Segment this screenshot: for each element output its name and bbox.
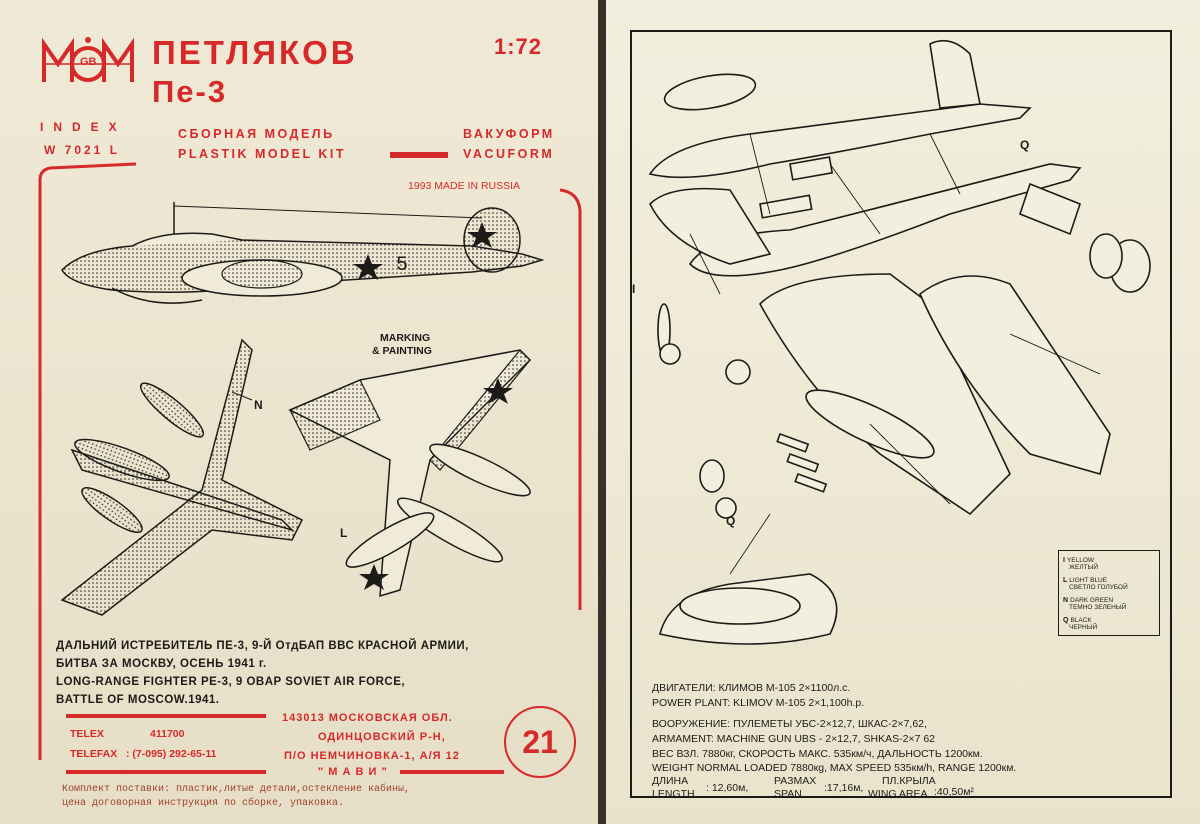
spec-weight-en: WEIGHT NORMAL LOADED 7880кg, MAX SPEED 5… [652,762,1017,774]
legend-light-blue-en: LIGHT BLUE [1069,577,1108,584]
dim-length-en: LENGTH [652,788,695,800]
vacuform-en: VACUFORM [463,147,555,161]
legend-dark-green-en: DARK GREEN [1070,597,1114,604]
legend-yellow-en: YELLOW [1066,557,1095,564]
red-dash [390,152,448,158]
mgb-logo [42,37,134,82]
address-line-1: 143013 МОСКОВСКАЯ ОБЛ. [282,712,453,724]
exploded-assembly-drawing [648,39,1151,645]
aircraft-side-view [61,202,545,304]
made-in-label: 1993 MADE IN RUSSIA [408,180,521,192]
telex-label: TELEX [70,728,104,740]
spec-armament-en: ARMAMENT: MACHINE GUN UBS - 2×12,7, SHKA… [652,733,936,745]
left-sheet: GB ПЕТЛЯКОВ Пе-3 1:72 INDEX W 7021 L СБО… [0,0,598,824]
scale: 1:72 [494,34,543,59]
tail-number: 5 [396,254,409,277]
address-line-3: П/О НЕМЧИНОВКА-1, А/Я 12 [284,750,460,762]
index-label: INDEX [40,120,127,134]
description-line-4: BATTLE OF MOSCOW.1941. [56,694,220,706]
title-ru: ПЕТЛЯКОВ [152,34,358,71]
label-l: L [340,526,348,540]
legend-yellow-ru: ЖЕЛТЫЙ [1069,564,1098,571]
red-bar-right [400,770,504,774]
legend-light-blue-letter: L [1063,577,1068,584]
marking-line2: PAINTING [382,345,432,357]
dim-span-value: :17,16м, [824,782,864,794]
dim-span-en: SPAN [774,788,802,800]
legend-black-letter: Q [1063,617,1069,624]
instruction-frame [630,30,1172,798]
dim-area-value: :40,50м² [934,786,974,798]
legend-yellow-letter: I [1063,557,1065,564]
subtitle-ru: СБОРНАЯ МОДЕЛЬ [178,127,335,141]
aircraft-bottom-view [288,349,532,598]
telefax-label: TELEFAX [70,748,118,760]
legend-dark-green-ru: ТЕМНО ЗЕЛЕНЫЙ [1069,604,1127,611]
address-line-2: ОДИНЦОВСКИЙ Р-Н, [318,731,446,743]
logo-text: GB [80,56,97,68]
red-bar-bottom [66,770,266,774]
index-code: W 7021 L [44,143,121,157]
marking-amp: & [372,345,380,357]
page-number-badge: 21 [504,706,576,778]
kit-contents-line-2: цена договорная инструкция по сборке, уп… [62,798,345,809]
label-q-tail: Q [1020,138,1030,152]
spec-engine-ru: ДВИГАТЕЛИ: КЛИМОВ М-105 2×1100л.с. [652,682,851,694]
legend-light-blue-ru: СВЕТЛО ГОЛУБОЙ [1069,584,1128,591]
spec-engine-en: POWER PLANT: KLIMOV M-105 2×1,100h.p. [652,697,865,709]
telex-value: 411700 [150,728,185,740]
title-model: Пе-3 [152,74,228,109]
label-q-gear: Q [726,514,736,528]
subtitle-en: PLASTIK MODEL KIT [178,147,346,161]
label-i: I [632,282,636,296]
kit-contents-line-1: Комплект поставки: пластик,литые детали,… [62,784,411,795]
dim-area-ru: ПЛ.КРЫЛА [882,775,936,787]
dim-length-value: : 12,60м, [706,782,749,794]
aircraft-top-view [60,338,304,616]
spec-armament-ru: ВООРУЖЕНИЕ: ПУЛЕМЕТЫ УБС-2×12,7, ШКАС-2×… [652,718,927,730]
company-name: " М А В И " [318,766,388,778]
description-line-2: БИТВА ЗА МОСКВУ, ОСЕНЬ 1941 г. [56,658,267,670]
marking-line1: MARKING [380,332,431,344]
description-line-3: LONG-RANGE FIGHTER PE-3, 9 OBAP SOVIET A… [56,676,406,688]
marking-painting-label: MARKING & PAINTING [372,332,432,358]
legend-black-ru: ЧЕРНЫЙ [1069,624,1098,631]
dim-length-ru: ДЛИНА [652,775,689,787]
label-n: N [254,398,263,412]
vacuform-ru: ВАКУФОРМ [463,127,555,141]
description-line-1: ДАЛЬНИЙ ИСТРЕБИТЕЛЬ ПЕ-3, 9-Й ОтдБАП ВВС… [56,640,469,652]
telefax-value: : (7-095) 292-65-11 [126,748,217,760]
legend-dark-green-letter: N [1063,597,1069,604]
dim-span-ru: РАЗМАХ [774,775,817,787]
dim-area-en: WING AREA [868,788,928,800]
spec-weight-ru: ВЕС ВЗЛ. 7880кг, СКОРОСТЬ МАКС. 535км/ч,… [652,748,983,760]
red-bar-top [66,714,266,718]
legend-black-en: BLACK [1070,617,1092,624]
red-frame [38,162,582,760]
